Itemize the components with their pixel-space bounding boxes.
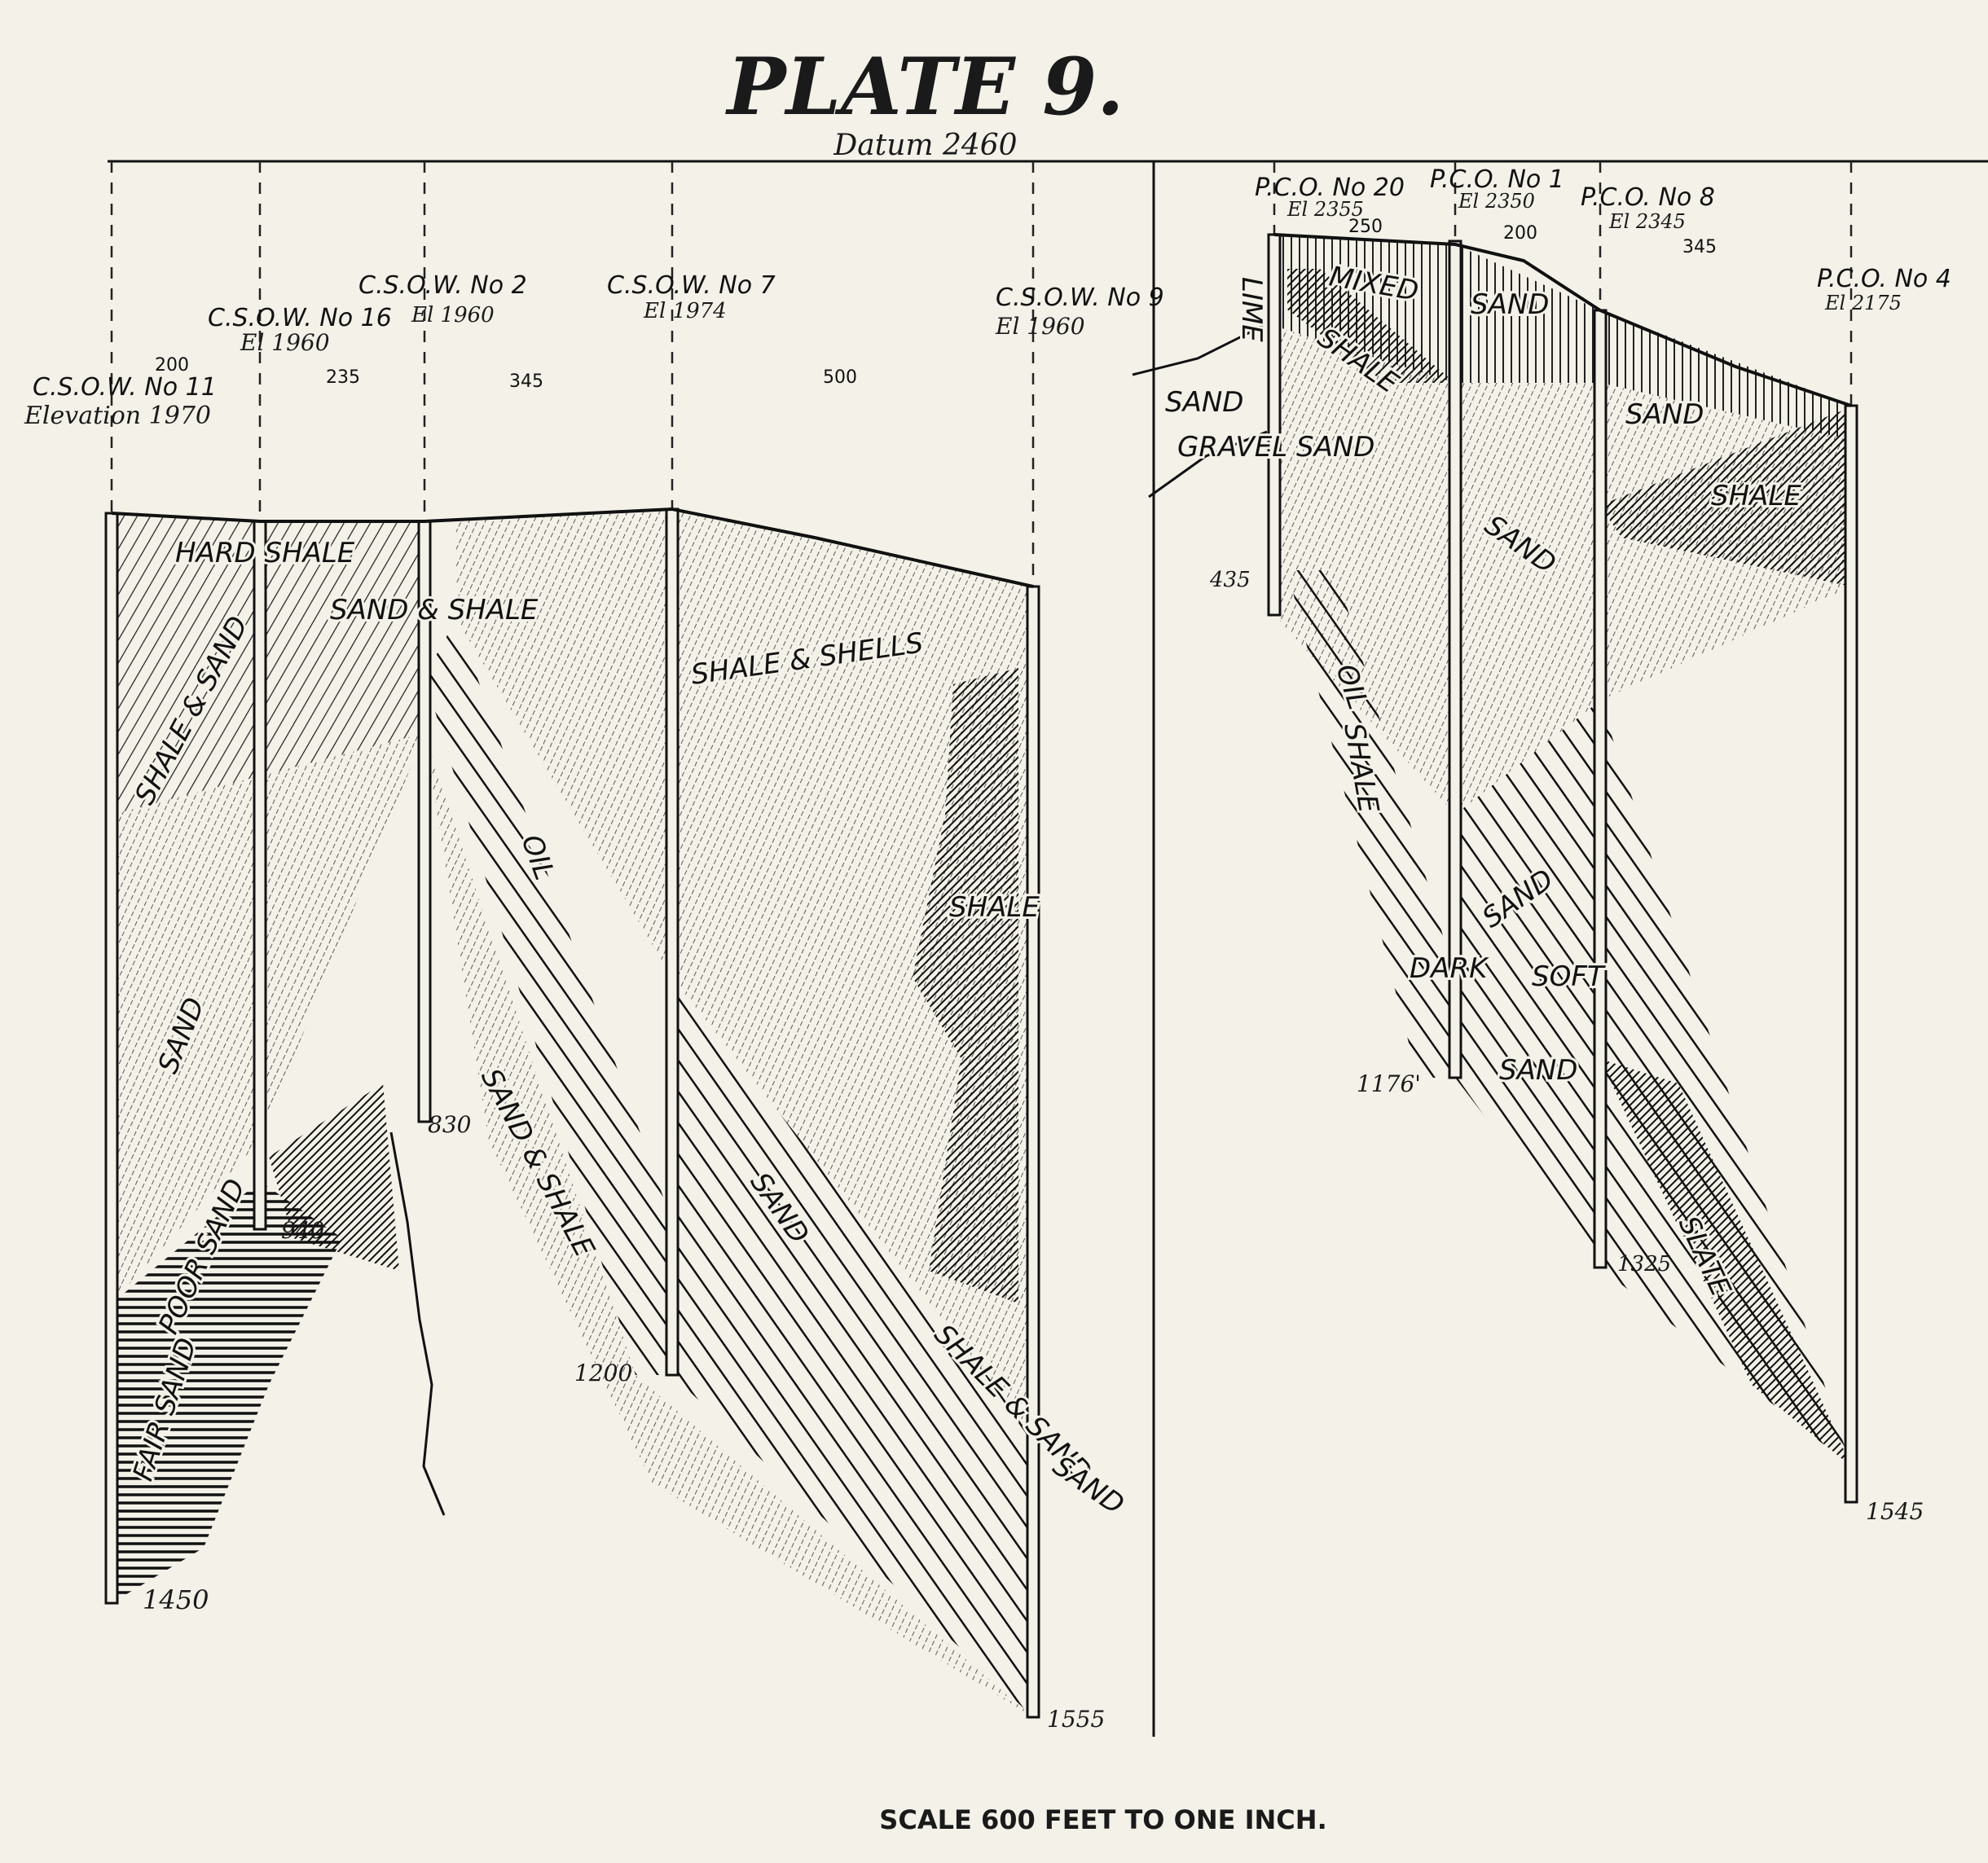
surface-line (111, 507, 1034, 588)
well-dashed-lines (1273, 161, 1853, 406)
well-dashed-lines (110, 161, 1035, 587)
stratum-label: SAND (1471, 288, 1549, 321)
depth-label: 1555 (1047, 1706, 1105, 1733)
right-cross-section: P.C.O. No 20 El 2355 P.C.O. No 1 El 2350… (1132, 161, 1951, 1525)
stratum-label: SHALE (1711, 480, 1801, 512)
stratum-sand-shale-lower (424, 733, 1033, 1717)
well-elevation-csow-7: El 1974 (643, 299, 727, 323)
spacing-label: 345 (509, 371, 543, 392)
well-name-pco-8: P.C.O. No 8 (1581, 183, 1715, 212)
well-columns (1267, 233, 1858, 1504)
stratum-shale-shells (456, 509, 1033, 1434)
stratum-label: SOFT (1532, 960, 1606, 993)
stratum-oil (424, 619, 672, 1375)
outcrop-lines (1132, 324, 1268, 499)
stratum-label: SHALE (949, 891, 1040, 924)
stratum-dark-shale (269, 1083, 399, 1271)
well-elevation-csow-9: El 1960 (995, 313, 1085, 340)
well-name-pco-4: P.C.O. No 4 (1817, 265, 1951, 293)
depth-label: 435 (1209, 568, 1251, 592)
well-name-pco-1: P.C.O. No 1 (1430, 165, 1564, 194)
well-elevation-pco-8: El 2345 (1608, 210, 1686, 233)
well-elevation-csow-2: El 1960 (411, 303, 495, 327)
well-elevation-csow-16: El 1960 (240, 329, 330, 356)
stratum-fair-sand (112, 1181, 342, 1603)
stratum-shale-mid (1600, 407, 1851, 587)
spacing-label: 345 (1682, 237, 1717, 257)
stratum-label: HARD SHALE (175, 537, 355, 569)
well-elevation-pco-4: El 2175 (1824, 292, 1902, 314)
well-name-csow-11: C.S.O.W. No 11 (33, 373, 217, 402)
well-name-csow-7: C.S.O.W. No 7 (607, 271, 776, 300)
stratum-label: SAND (1165, 386, 1243, 419)
well-name-pco-20: P.C.O. No 20 (1255, 174, 1405, 202)
stratum-oil-shale (1287, 570, 1455, 1078)
well-elevation-pco-20: El 2355 (1286, 198, 1364, 221)
spacing-label: 200 (1503, 223, 1537, 244)
stratum-sand (112, 733, 424, 1303)
stratum-label: SAND & SHALE (330, 594, 539, 626)
spacing-label: 250 (1348, 217, 1383, 237)
depth-label: 1325 (1617, 1252, 1671, 1276)
stratum-slate (1600, 1059, 1851, 1466)
depth-label: 1200 (574, 1360, 632, 1386)
well-elevation-pco-1: El 2350 (1458, 190, 1535, 213)
stratum-shale-top (1287, 269, 1455, 383)
stratum-dark-shale-patches (913, 668, 1018, 1303)
spacing-label: 200 (155, 355, 189, 376)
surface-line (1273, 233, 1852, 407)
datum-label: Datum 2460 (833, 129, 1017, 162)
stratum-label: SAND (1499, 1054, 1577, 1087)
well-columns (104, 507, 1040, 1719)
stratum-sand-main (1274, 326, 1851, 815)
stratum-sand-right (672, 978, 1033, 1717)
spacing-label: 500 (823, 367, 857, 388)
stratum-label: LIME (1235, 277, 1268, 342)
plate-title: PLATE 9. (724, 41, 1124, 133)
stratum-mixed (1274, 235, 1851, 440)
depth-label: 940 (281, 1217, 324, 1244)
well-name-csow-16: C.S.O.W. No 16 (208, 304, 392, 332)
depth-label: 830 (428, 1111, 471, 1138)
stratum-label: GRAVEL SAND (1177, 431, 1374, 464)
depth-label: 1176' (1357, 1070, 1421, 1097)
stratum-shale-sand (112, 513, 424, 815)
well-name-csow-9: C.S.O.W. No 9 (996, 283, 1164, 312)
fault-line (389, 1131, 446, 1516)
depth-label: 1545 (1866, 1498, 1924, 1525)
well-name-csow-2: C.S.O.W. No 2 (358, 271, 527, 300)
well-elevation-csow-11: Elevation 1970 (24, 402, 211, 430)
stratum-label: DARK (1410, 952, 1489, 985)
depth-label: 1450 (143, 1584, 209, 1615)
scale-note: SCALE 600 FEET TO ONE INCH. (879, 1804, 1326, 1835)
spacing-label: 235 (326, 367, 360, 388)
stratum-label: SAND (1625, 398, 1704, 431)
left-cross-section: C.S.O.W. No 11 Elevation 1970 C.S.O.W. N… (24, 161, 1164, 1733)
